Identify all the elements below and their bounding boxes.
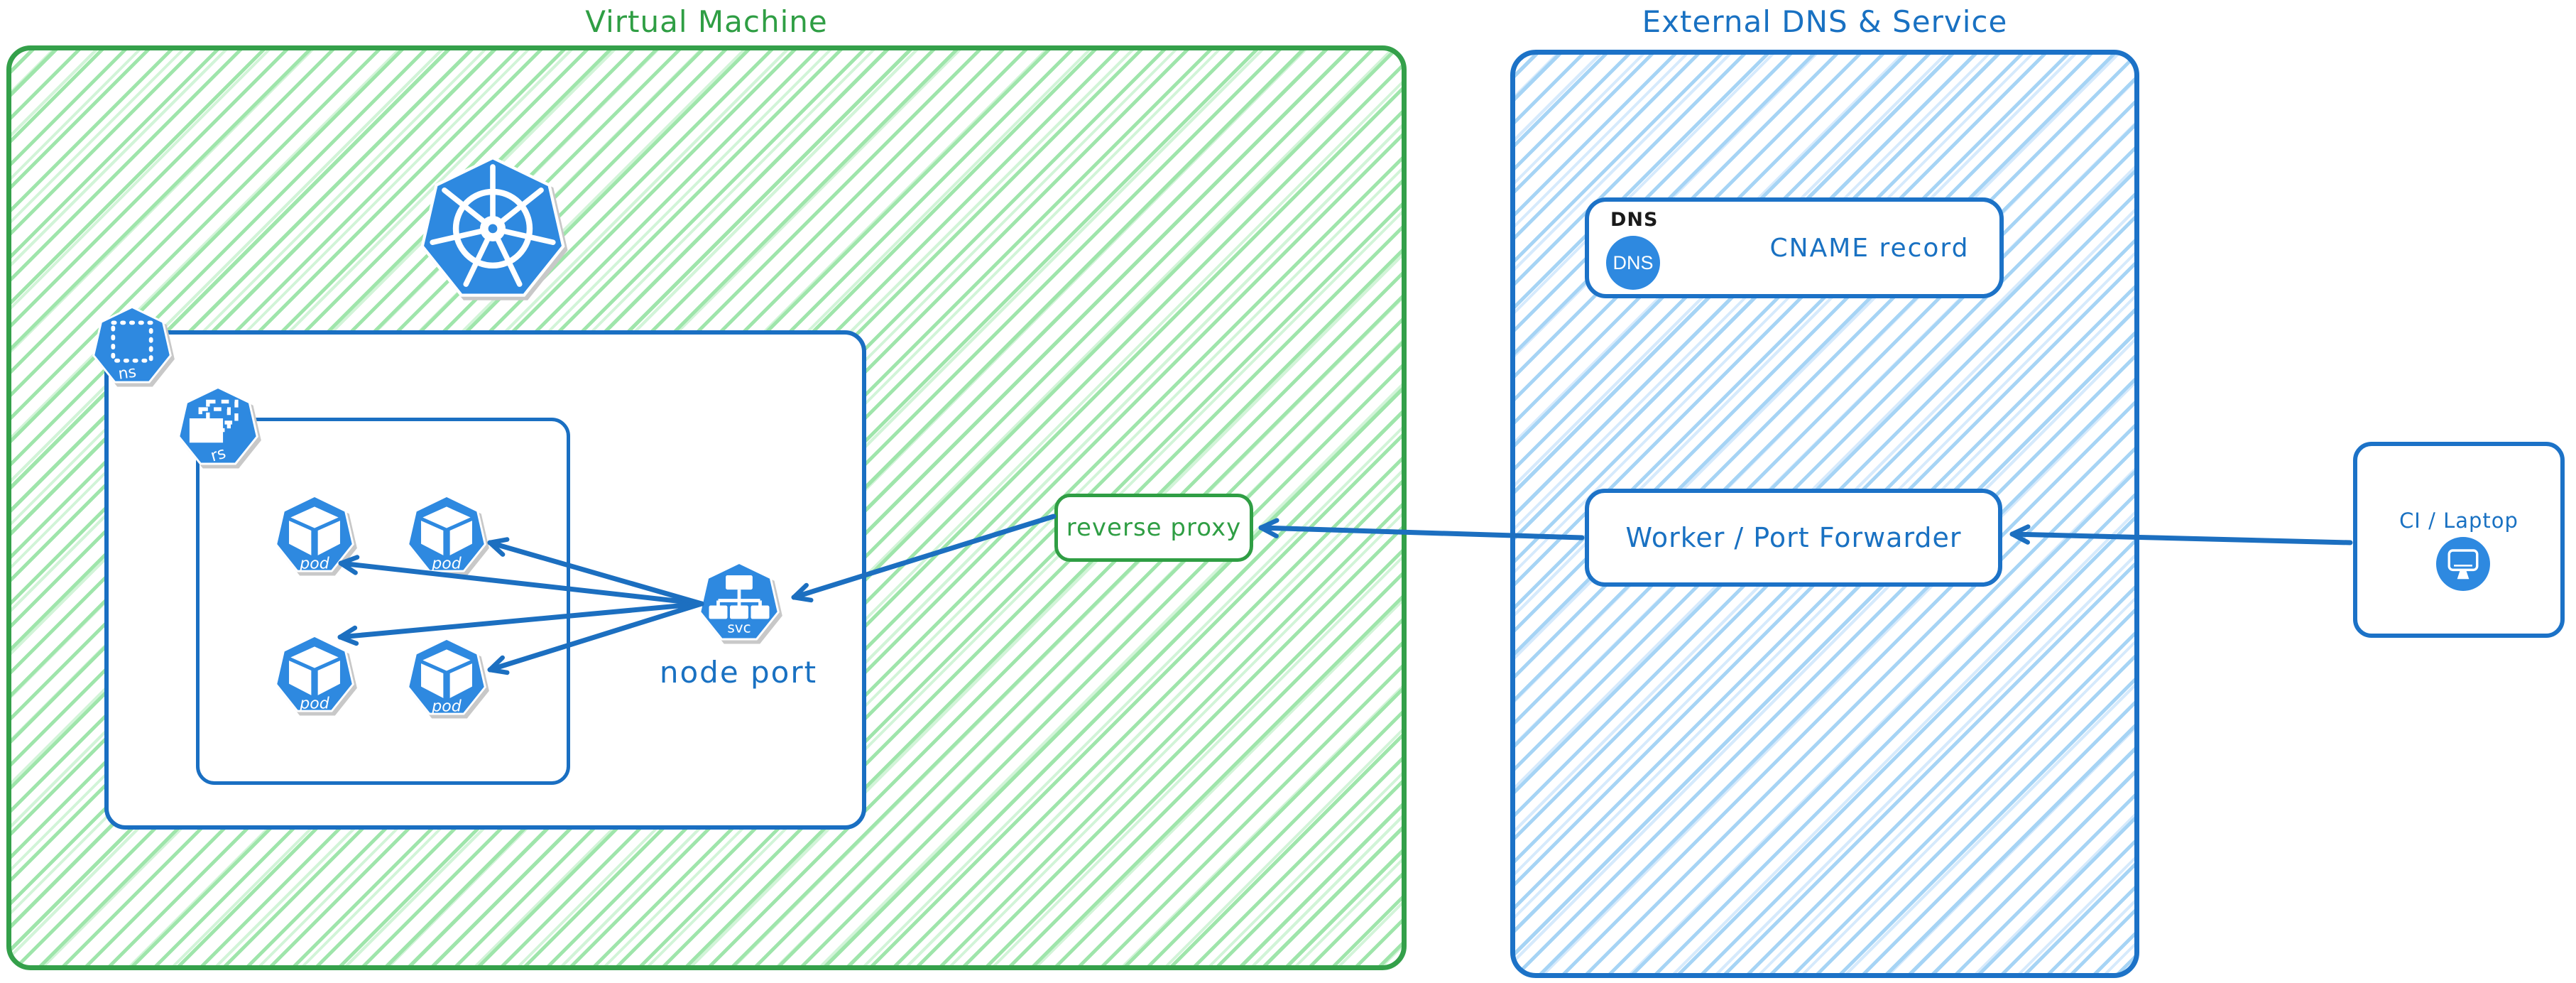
- dns-badge-label: DNS: [1612, 251, 1654, 273]
- pod-label: pod: [299, 555, 329, 572]
- virtual-machine-title: Virtual Machine: [585, 4, 828, 39]
- reverse-proxy-label: reverse proxy: [1066, 514, 1242, 542]
- service-icon-label: svc: [727, 619, 751, 636]
- pod-label: pod: [431, 555, 462, 572]
- ci-laptop-label: CI / Laptop: [2399, 509, 2518, 533]
- pod-icon-1: pod: [273, 494, 356, 577]
- laptop-monitor-icon: [2436, 537, 2490, 591]
- replicaset-icon: rs: [176, 386, 260, 469]
- node-port-caption: node port: [659, 655, 818, 690]
- dns-header-label: DNS: [1610, 209, 1659, 231]
- dns-box: DNS DNS CNAME record: [1585, 197, 2004, 298]
- worker-port-forwarder-label: Worker / Port Forwarder: [1625, 522, 1962, 553]
- worker-port-forwarder-box: Worker / Port Forwarder: [1585, 489, 2002, 587]
- replicaset-box: [196, 418, 570, 785]
- dns-badge-icon: DNS: [1606, 236, 1660, 290]
- pod-icon-2: pod: [405, 494, 488, 577]
- reverse-proxy-box: reverse proxy: [1054, 494, 1253, 562]
- pod-icon-4: pod: [405, 637, 488, 719]
- namespace-icon: ns: [91, 305, 173, 388]
- pod-label: pod: [431, 697, 462, 715]
- namespace-icon-label: ns: [117, 363, 138, 383]
- service-icon: svc: [697, 561, 781, 645]
- pod-icon-3: pod: [273, 634, 356, 717]
- cname-record-label: CNAME record: [1769, 233, 1970, 263]
- pod-label: pod: [299, 695, 329, 712]
- kubernetes-logo-icon: [417, 155, 568, 305]
- ci-laptop-box: CI / Laptop: [2353, 442, 2565, 638]
- external-dns-title: External DNS & Service: [1642, 4, 2008, 39]
